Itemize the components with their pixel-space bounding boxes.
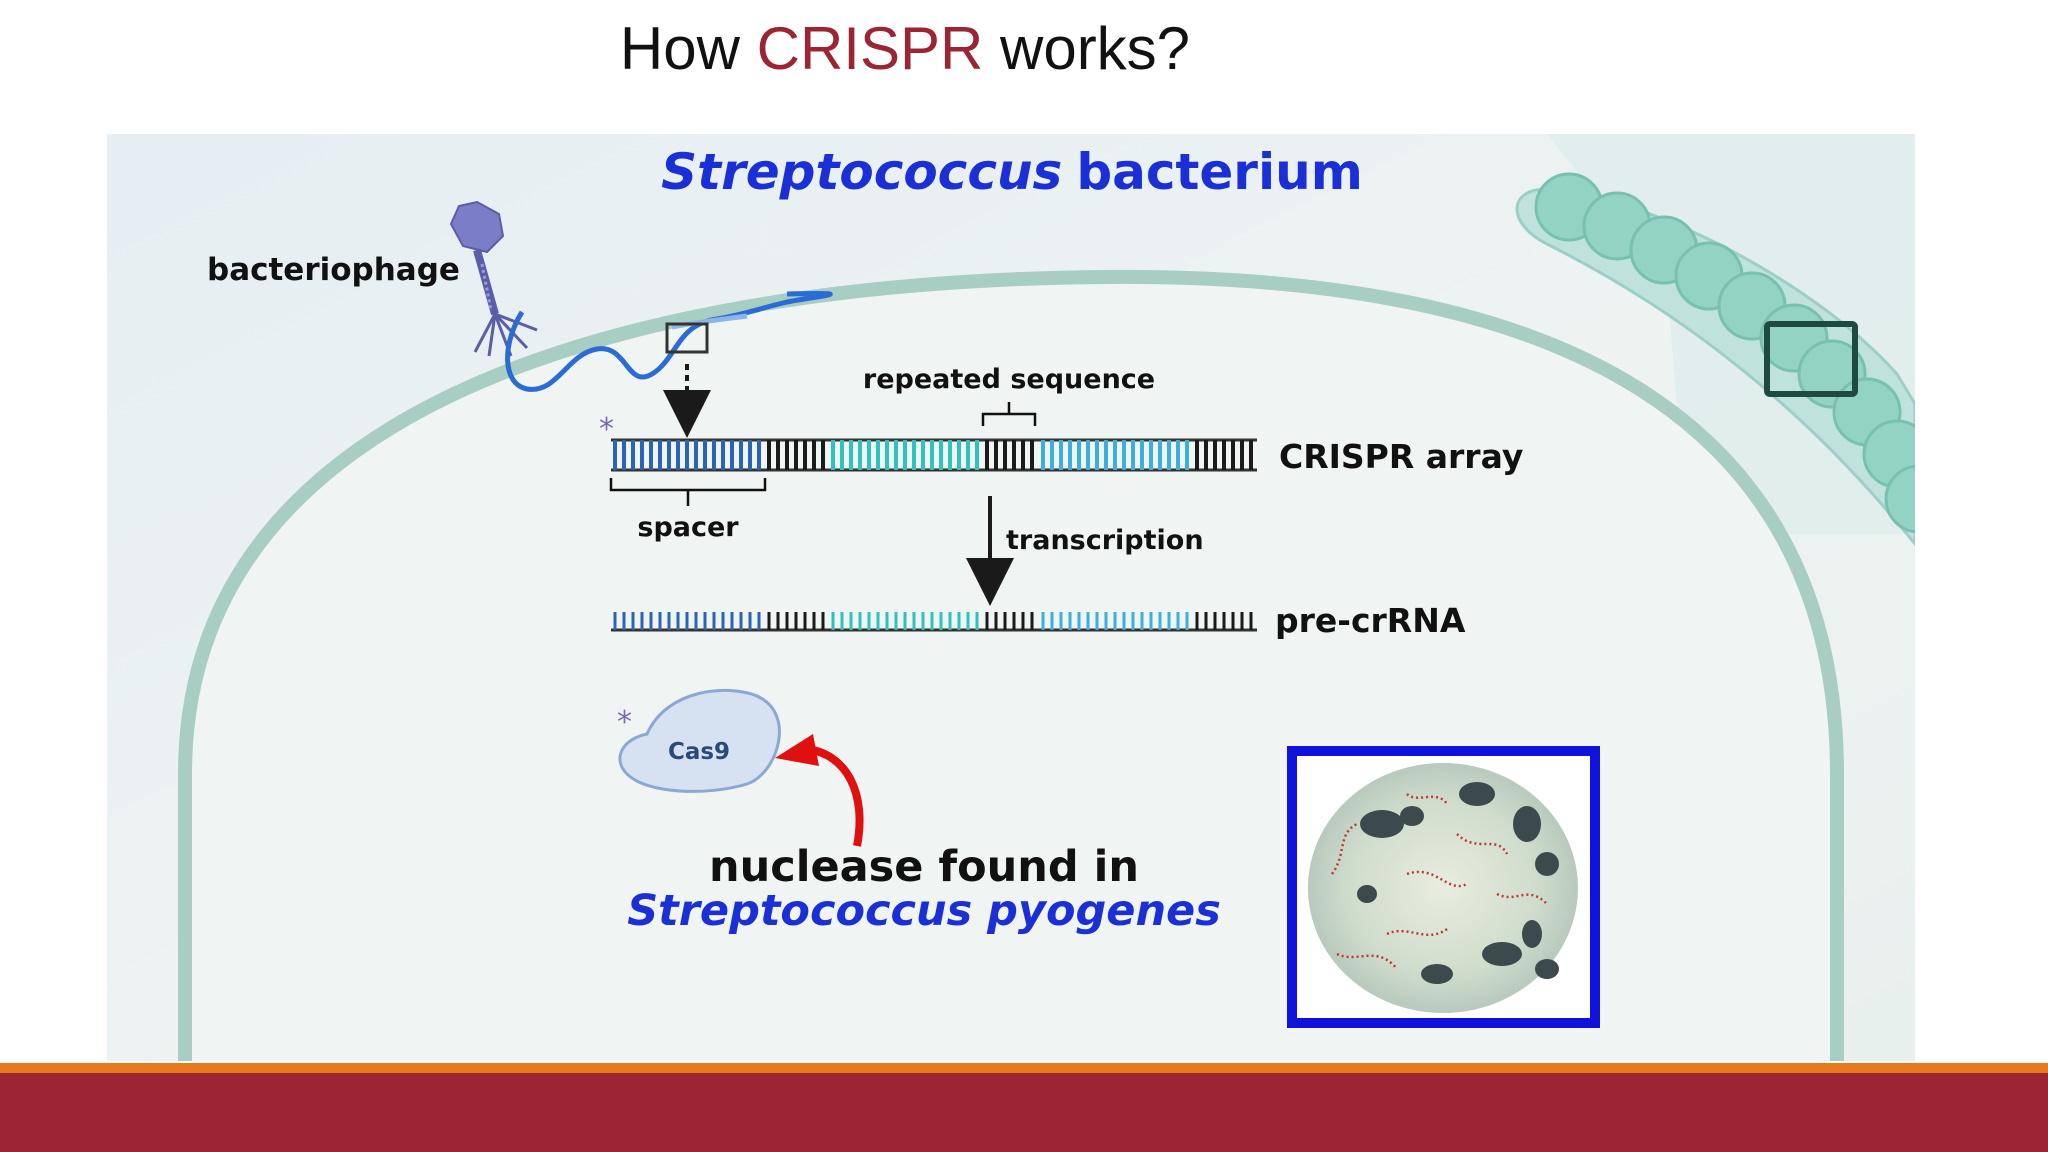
title-accent: CRISPR (756, 15, 984, 82)
phage-dna-strand (505, 290, 833, 392)
title-suffix: works? (1000, 15, 1191, 82)
spacer-label: spacer (637, 512, 739, 543)
asterisk-cas9: * (617, 705, 632, 740)
transcription-label: transcription (1006, 525, 1204, 556)
crispr-array-label: CRISPR array (1279, 437, 1523, 476)
zoom-box (1764, 321, 1858, 397)
slide-title: How CRISPR works? (0, 14, 1810, 83)
asterisk-array: * (599, 412, 614, 447)
heading-italic: Streptococcus (661, 143, 1062, 201)
dna-selection-box (665, 322, 709, 354)
cas9-label: Cas9 (668, 739, 730, 765)
repeated-sequence-label: repeated sequence (863, 364, 1155, 395)
heading-rest: bacterium (1076, 143, 1362, 201)
pre-crrna-label: pre-crRNA (1275, 601, 1466, 640)
crispr-array (611, 438, 1257, 472)
red-arrow-head (775, 734, 819, 766)
micrograph-cells (1357, 782, 1559, 984)
cell-wall (178, 269, 1844, 1061)
title-prefix: How (619, 15, 740, 82)
micrograph-chains (1330, 792, 1548, 970)
repeat-bracket (981, 402, 1037, 426)
footer-stripe (0, 1063, 2048, 1073)
red-curved-arrow (806, 745, 864, 847)
spacer-bracket (609, 478, 767, 506)
cas9-protein-icon (618, 689, 781, 793)
phage-dna-strand-highlight (671, 313, 748, 330)
nuclease-line1: nuclease found in (709, 842, 1139, 892)
nuclease-line2: Streptococcus pyogenes (627, 886, 1221, 936)
footer-bar (0, 1063, 2048, 1152)
pre-crrna (611, 612, 1257, 632)
bacteriophage-label: bacteriophage (207, 252, 460, 288)
